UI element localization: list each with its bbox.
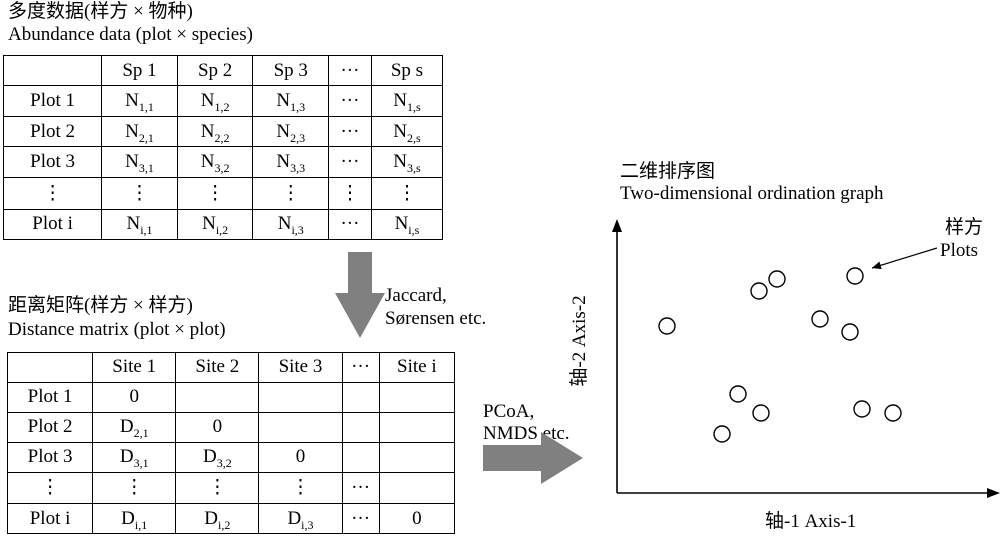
abundance-cell: Plot 1: [2, 85, 103, 117]
plot-point: [853, 400, 871, 418]
distance-cell: Di,3: [258, 503, 343, 534]
plot-point: [846, 267, 864, 285]
distance-title-en: Distance matrix (plot × plot): [8, 319, 226, 340]
abundance-cell: N3,2: [176, 146, 254, 178]
distance-cell: [378, 411, 456, 443]
abundance-cell: N1,1: [101, 85, 178, 117]
plot-point: [752, 404, 770, 422]
abundance-cell: N3,1: [101, 146, 178, 178]
abundance-cell: ⋮: [2, 176, 103, 210]
abundance-header-cell: Sp 1: [101, 54, 178, 87]
abundance-row: ⋮⋮⋮⋮⋮⋮: [2, 176, 444, 210]
distance-cell: ⋮: [175, 471, 260, 505]
distance-header-cell: Site 3: [258, 352, 343, 383]
distance-header-cell: Site i: [378, 352, 456, 383]
distance-cell: Di,2: [175, 503, 260, 534]
ordination-method-label-1: PCoA,: [483, 401, 535, 422]
abundance-header-cell: Sp 2: [176, 54, 254, 87]
x-axis-arrowhead: [987, 488, 1000, 498]
distance-cell: [378, 471, 456, 505]
abundance-cell: N3,s: [370, 146, 444, 178]
abundance-cell: N2,3: [252, 115, 330, 148]
abundance-header-cell: Sp 3: [252, 54, 330, 87]
similarity-method-label-2: Sørensen etc.: [385, 308, 487, 329]
right-arrow: [483, 432, 583, 484]
plot-point: [750, 282, 768, 300]
abundance-cell: N2,s: [370, 115, 444, 148]
distance-cell: 0: [378, 503, 456, 534]
down-arrow: [335, 252, 385, 338]
y-axis-arrowhead: [612, 219, 622, 232]
abundance-cell: ···: [328, 115, 372, 148]
plot-point: [884, 404, 902, 422]
abundance-title-en: Abundance data (plot × species): [8, 24, 253, 45]
plot-point: [841, 323, 859, 341]
abundance-cell: Plot 3: [2, 146, 103, 178]
distance-title-cn: 距离矩阵(样方 × 样方): [8, 295, 193, 316]
plots-callout-en: Plots: [940, 240, 979, 261]
distance-cell: ⋮: [258, 471, 343, 505]
distance-cell: ···: [341, 471, 380, 505]
distance-cell: Plot 1: [6, 381, 94, 413]
abundance-cell: ⋮: [101, 176, 178, 210]
distance-cell: ⋮: [6, 471, 94, 505]
abundance-header-cell: [2, 54, 103, 87]
plot-point: [729, 385, 747, 403]
plot-point: [658, 317, 676, 335]
abundance-cell: ···: [328, 208, 372, 241]
similarity-method-label-1: Jaccard,: [385, 285, 447, 306]
abundance-cell: Ni,2: [176, 208, 254, 241]
ordination-title-cn: 二维排序图: [620, 161, 716, 182]
distance-cell: 0: [175, 411, 260, 443]
distance-row: ⋮⋮⋮⋮···: [6, 471, 456, 505]
abundance-cell: Ni,s: [370, 208, 444, 241]
distance-cell: Plot i: [6, 503, 94, 534]
abundance-cell: N2,1: [101, 115, 178, 148]
abundance-cell: N1,2: [176, 85, 254, 117]
abundance-cell: N3,3: [252, 146, 330, 178]
plot-point: [768, 270, 786, 288]
abundance-cell: Plot 2: [2, 115, 103, 148]
distance-header-cell: Site 1: [92, 352, 177, 383]
plot-point: [811, 310, 829, 328]
distance-cell: D3,2: [175, 441, 260, 473]
abundance-cell: N1,3: [252, 85, 330, 117]
distance-cell: Plot 3: [6, 441, 94, 473]
abundance-title-cn: 多度数据(样方 × 物种): [8, 1, 193, 22]
plots-callout-cn: 样方: [945, 217, 984, 238]
abundance-cell: ···: [328, 85, 372, 117]
abundance-header-cell: Sp s: [370, 54, 444, 87]
abundance-cell: ⋮: [370, 176, 444, 210]
distance-cell: [378, 381, 456, 413]
abundance-cell: ⋮: [176, 176, 254, 210]
abundance-cell: N1,s: [370, 85, 444, 117]
distance-cell: [258, 411, 343, 443]
plot-point: [713, 425, 731, 443]
abundance-cell: Ni,1: [101, 208, 178, 241]
distance-cell: ···: [341, 503, 380, 534]
plots-callout-arrow: [871, 247, 938, 270]
distance-cell: ⋮: [92, 471, 177, 505]
ordination-title-en: Two-dimensional ordination graph: [620, 183, 884, 204]
distance-cell: Di,1: [92, 503, 177, 534]
abundance-cell: Plot i: [2, 208, 103, 241]
x-axis-label: 轴-1 Axis-1: [765, 511, 857, 532]
